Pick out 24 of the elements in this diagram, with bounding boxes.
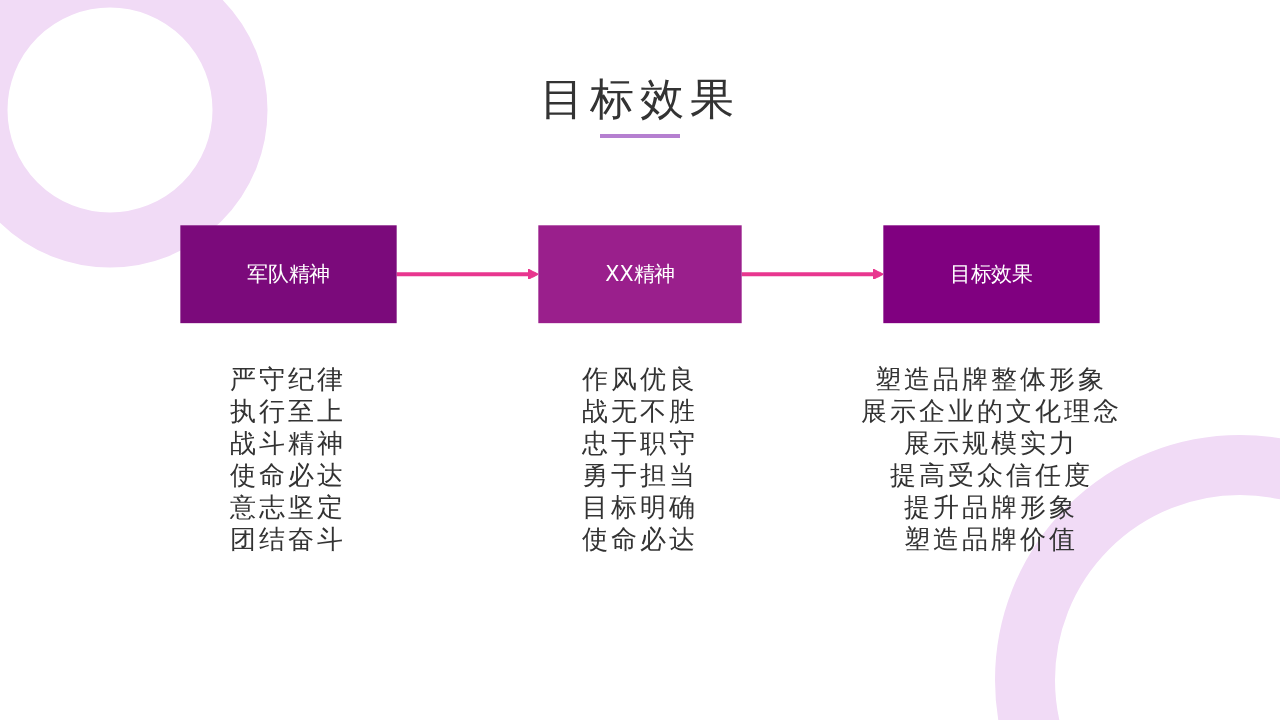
list-item: 执行至上 — [230, 395, 347, 428]
list-item: 展示规模实力 — [904, 427, 1079, 460]
arrow — [741, 268, 884, 280]
list-item: 展示企业的文化理念 — [860, 395, 1122, 428]
list-item: 提高受众信任度 — [889, 459, 1093, 492]
list-item: 忠于职守 — [582, 427, 698, 460]
list-item: 战斗精神 — [230, 427, 347, 460]
list-item: 作风优良 — [582, 363, 698, 396]
list-item: 勇于担当 — [582, 459, 698, 492]
list-item: 意志坚定 — [230, 491, 347, 524]
list-item: 团结奋斗 — [230, 523, 347, 556]
list-item: 目标明确 — [582, 491, 698, 524]
list-item: 提升品牌形象 — [904, 491, 1079, 524]
arrow — [396, 268, 539, 280]
node-box: XX精神 — [538, 225, 742, 324]
list-item: 使命必达 — [582, 523, 698, 556]
node-box: 军队精神 — [180, 225, 397, 324]
title: 目标效果 — [539, 72, 741, 126]
list-item: 严守纪律 — [230, 363, 347, 396]
list-item: 塑造品牌价值 — [904, 523, 1079, 556]
list-item: 使命必达 — [230, 459, 347, 492]
list-item: 战无不胜 — [582, 395, 698, 428]
node-box: 目标效果 — [883, 225, 1100, 324]
list-item: 塑造品牌整体形象 — [875, 363, 1108, 396]
